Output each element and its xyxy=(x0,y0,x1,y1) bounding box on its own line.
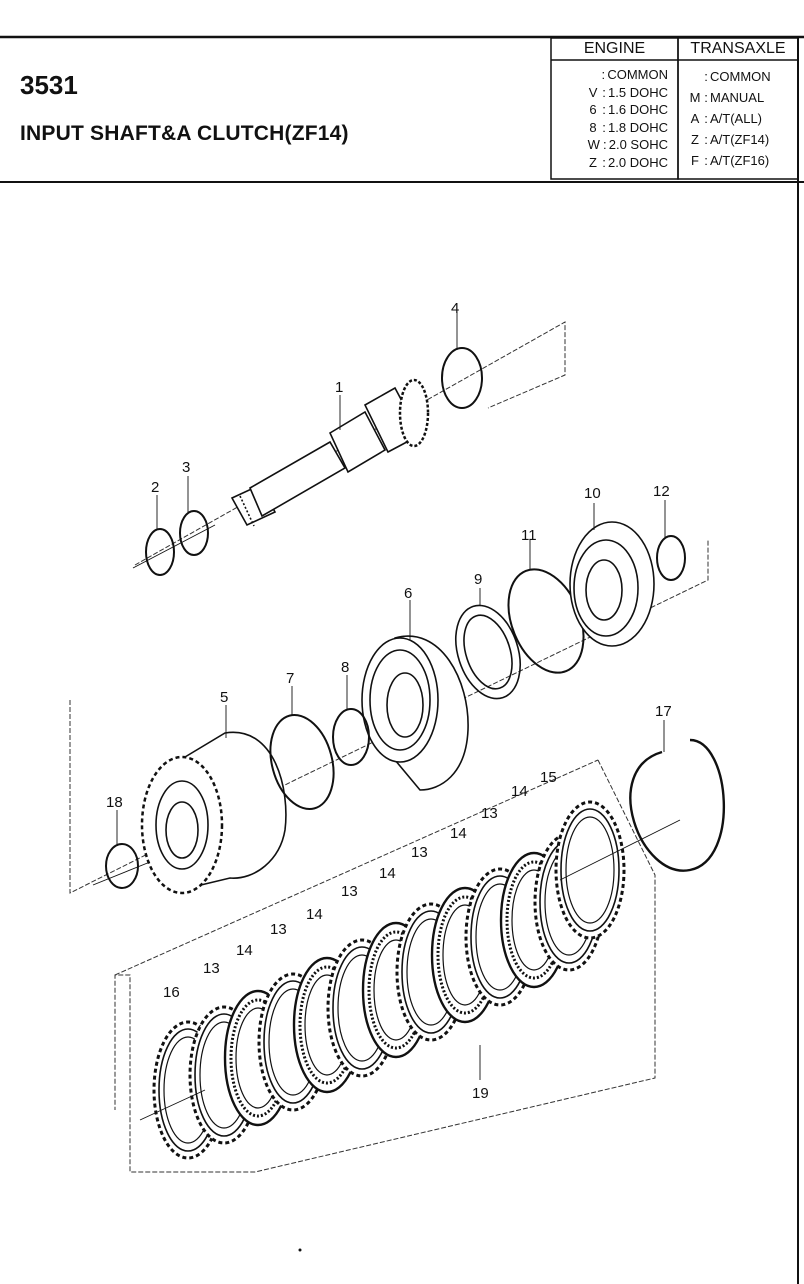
engine-row: :COMMON xyxy=(601,67,668,82)
transaxle-heading: TRANSAXLE xyxy=(690,40,786,57)
engine-heading: ENGINE xyxy=(583,40,646,57)
part-label-11: 11 xyxy=(521,527,537,544)
snap-ring-3 xyxy=(179,510,209,556)
input-shaft xyxy=(230,378,430,527)
part-label-12: 12 xyxy=(653,483,670,500)
transaxle-row: :COMMON xyxy=(704,69,771,84)
leader-lines xyxy=(92,312,681,1121)
engine-row: 8:1.8 DOHC xyxy=(589,119,668,135)
transaxle-row: M:MANUAL xyxy=(689,90,765,105)
part-label-4: 4 xyxy=(451,300,459,317)
transaxle-row: Z:A/T(ZF14) xyxy=(691,132,770,147)
part-label-16: 16 xyxy=(163,984,180,1001)
part-label-9: 9 xyxy=(474,571,482,588)
part-label-19: 19 xyxy=(472,1085,489,1102)
part-label-7: 7 xyxy=(286,670,294,687)
part-label-18: 18 xyxy=(106,794,123,811)
ring-18 xyxy=(105,843,139,889)
part-label-10: 10 xyxy=(584,485,601,502)
part-label-2: 2 xyxy=(151,479,159,496)
part-label-8: 8 xyxy=(341,659,349,676)
part-label-14: 14 xyxy=(236,942,253,959)
transaxle-row: F:A/T(ZF16) xyxy=(691,153,770,168)
part-label-14: 14 xyxy=(306,906,323,923)
part-label-13: 13 xyxy=(481,805,498,822)
part-label-13: 13 xyxy=(411,844,428,861)
ring-8 xyxy=(332,708,370,766)
part-label-17: 17 xyxy=(655,703,672,720)
clutch-drum xyxy=(140,731,287,895)
transaxle-row: A:A/T(ALL) xyxy=(690,111,763,126)
transaxle-legend: :COMMON M:MANUAL A:A/T(ALL) Z:A/T(ZF14) … xyxy=(688,66,794,171)
part-label-15: 15 xyxy=(540,769,557,786)
snap-ring-2 xyxy=(145,528,175,576)
washer-9 xyxy=(455,604,521,700)
part-group-code: 3531 xyxy=(20,70,78,100)
stray-dot xyxy=(298,1248,302,1252)
part-label-13: 13 xyxy=(341,883,358,900)
part-label-14: 14 xyxy=(379,865,396,882)
ring-4 xyxy=(441,347,483,409)
part-label-1: 1 xyxy=(335,379,343,396)
part-label-13: 13 xyxy=(270,921,287,938)
ring-12 xyxy=(656,535,686,581)
part-label-14: 14 xyxy=(450,825,467,842)
piston-10 xyxy=(569,521,655,647)
engine-row: V:1.5 DOHC xyxy=(588,84,668,100)
engine-legend: :COMMON V:1.5 DOHC 6:1.6 DOHC 8:1.8 DOHC… xyxy=(556,66,668,171)
part-group-title: INPUT SHAFT&A CLUTCH(ZF14) xyxy=(20,122,349,145)
header-frame xyxy=(0,35,804,1284)
ring-7 xyxy=(269,713,335,811)
part-label-14: 14 xyxy=(511,783,528,800)
part-number-labels: 1 2 3 4 5 6 7 8 9 10 11 12 13 13 13 13 1… xyxy=(106,300,672,1102)
snap-ring-17 xyxy=(629,738,726,872)
engine-row: 6:1.6 DOHC xyxy=(589,102,668,117)
part-label-13: 13 xyxy=(203,960,220,977)
part-label-5: 5 xyxy=(220,689,228,706)
engine-row: Z:2.0 DOHC xyxy=(589,154,668,170)
piston-housing xyxy=(361,635,469,791)
part-label-3: 3 xyxy=(182,459,190,476)
part-label-6: 6 xyxy=(404,585,412,602)
engine-row: W:2.0 SOHC xyxy=(587,137,668,152)
